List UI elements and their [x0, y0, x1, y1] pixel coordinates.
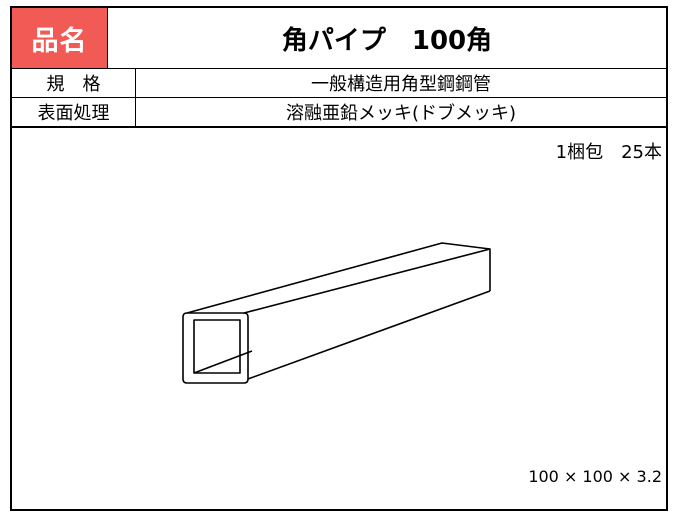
- title-row: 品名 角パイプ 100角: [12, 8, 666, 69]
- product-sheet: 品名 角パイプ 100角 規 格 一般構造用角型鋼鋼管 表面処理 溶融亜鉛メッキ…: [10, 6, 668, 511]
- surface-value: 溶融亜鉛メッキ(ドブメッキ): [285, 103, 517, 124]
- surface-label: 表面処理: [12, 98, 136, 126]
- surface-row: 表面処理 溶融亜鉛メッキ(ドブメッキ): [12, 98, 666, 128]
- dimensions-text: 100 × 100 × 3.2: [528, 467, 662, 486]
- product-name-label: 品名: [12, 8, 108, 68]
- packaging-text: 1梱包 25本: [555, 142, 662, 163]
- square-pipe-illustration: [182, 242, 491, 384]
- spec-label: 規 格: [12, 69, 136, 97]
- spec-value: 一般構造用角型鋼鋼管: [311, 74, 491, 95]
- product-name: 角パイプ 100角: [281, 25, 493, 56]
- spec-row: 規 格 一般構造用角型鋼鋼管: [12, 69, 666, 98]
